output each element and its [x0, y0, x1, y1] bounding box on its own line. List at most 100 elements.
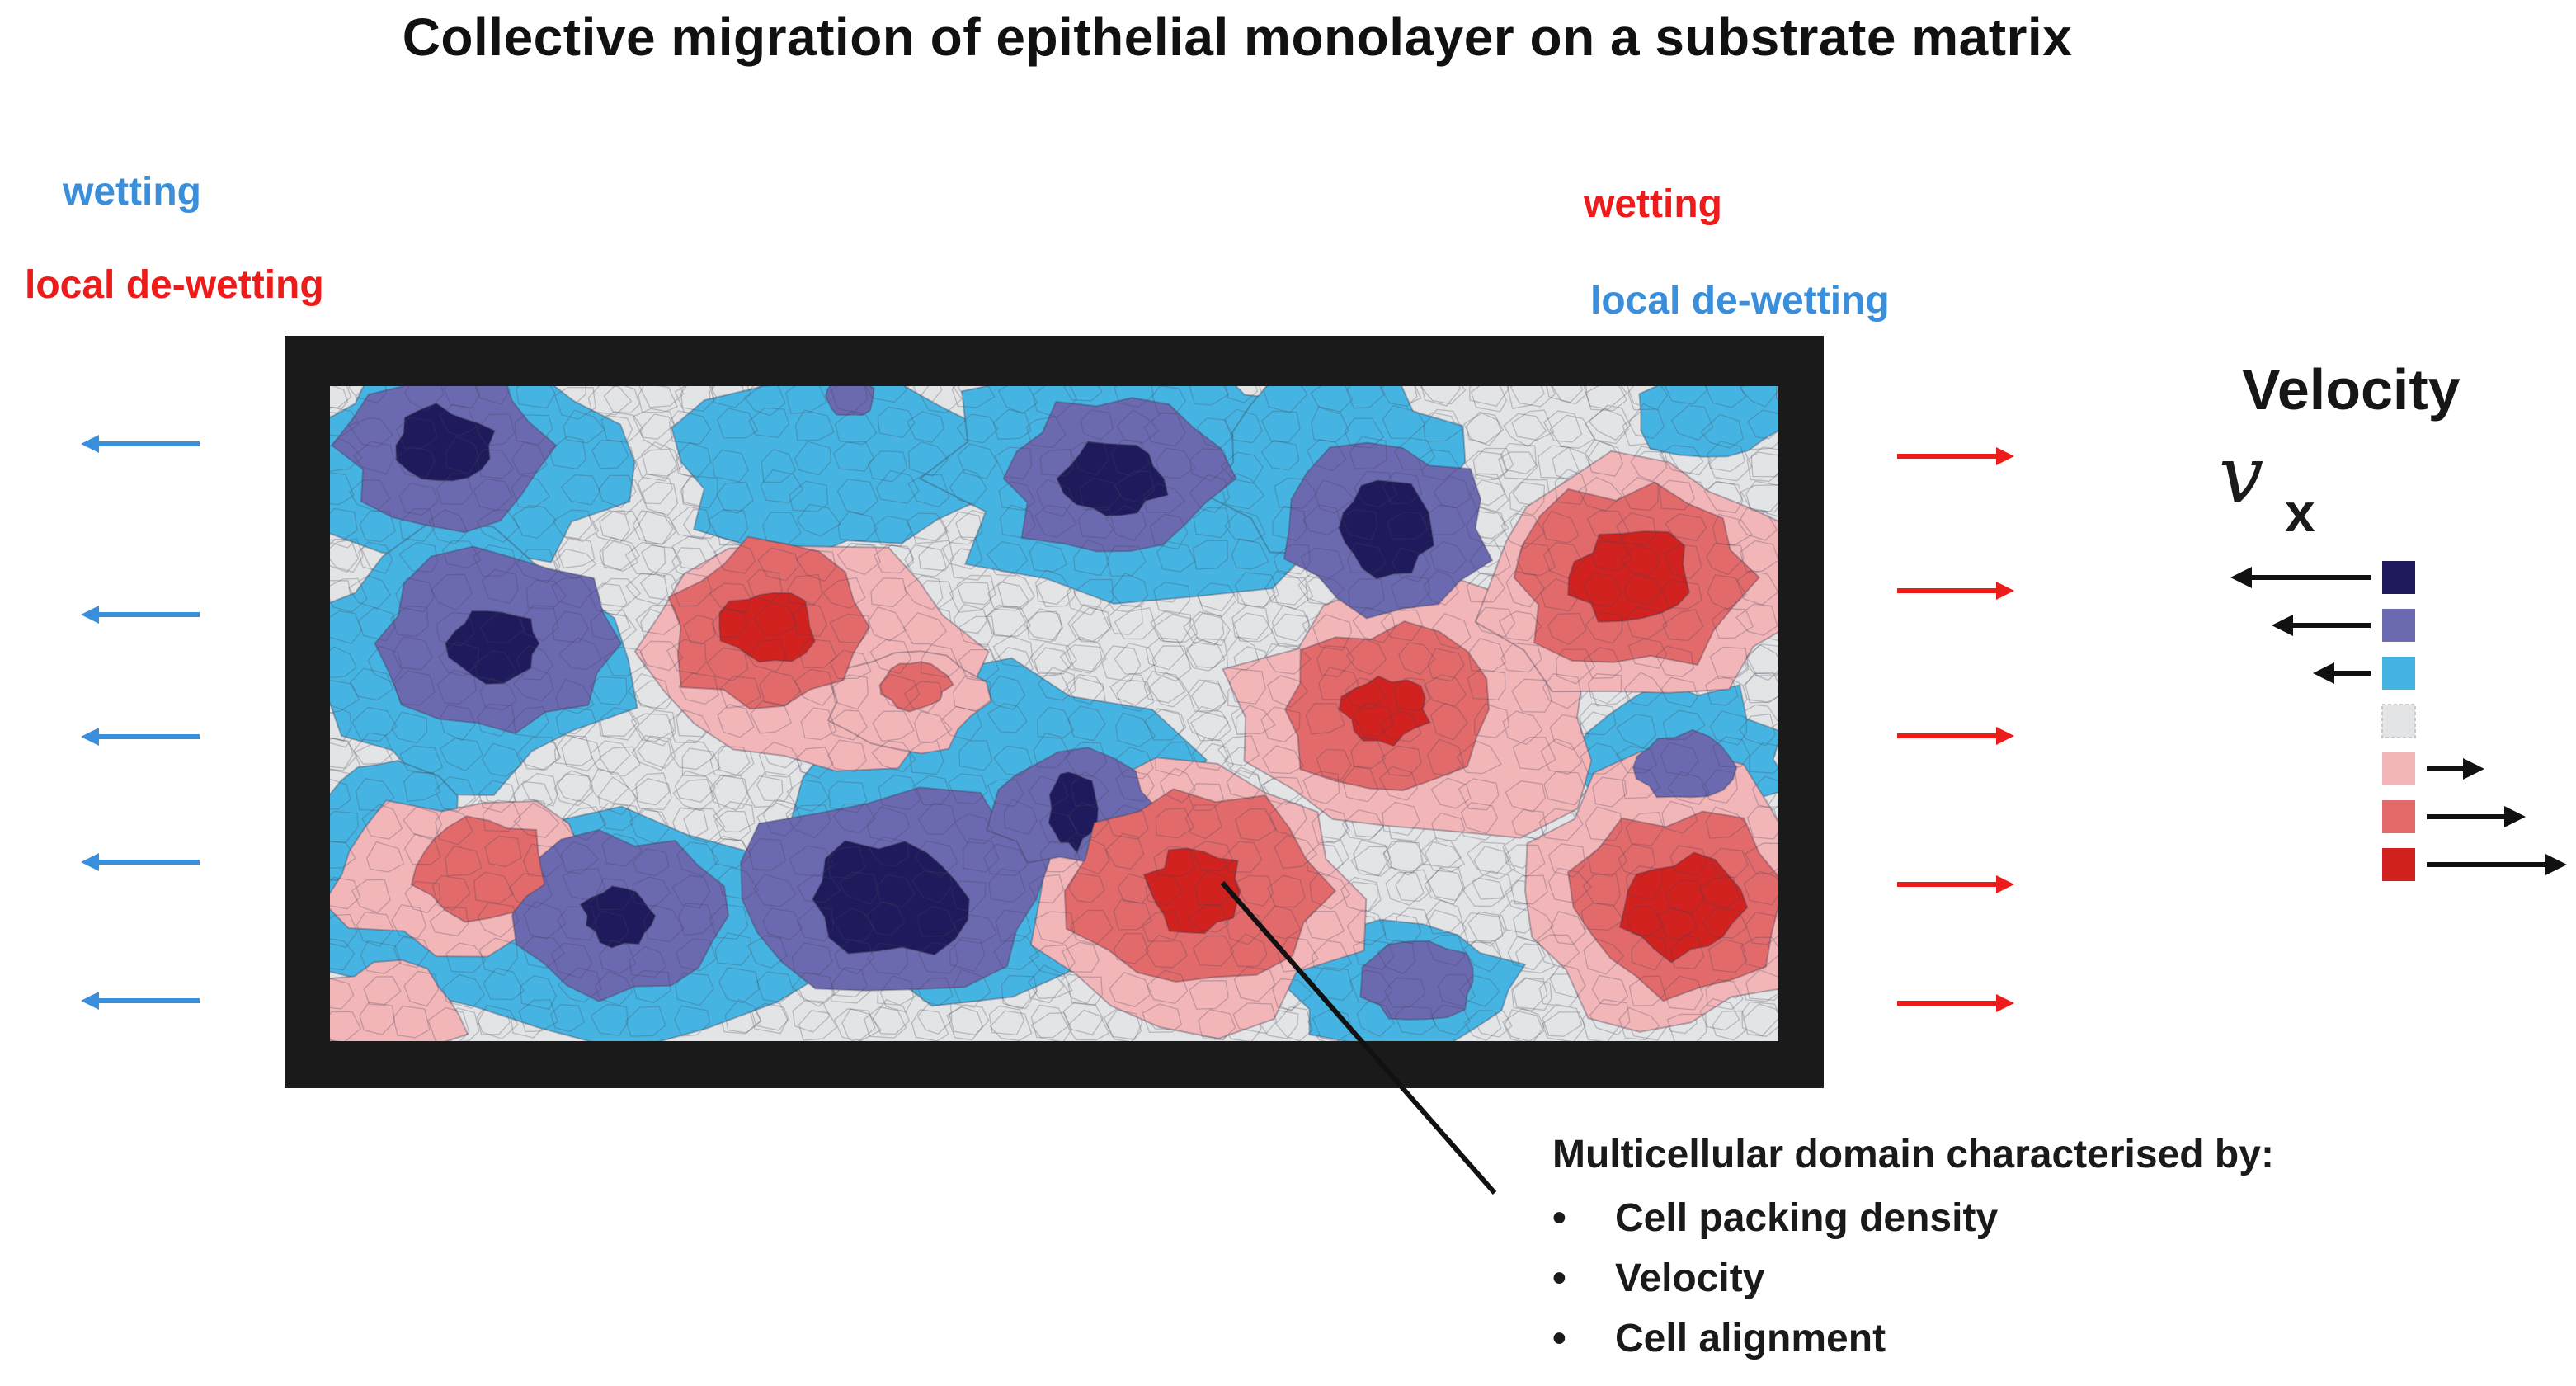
- cell-outline: [361, 804, 403, 840]
- cell-outline: [1352, 702, 1394, 738]
- cell-outline: [800, 707, 837, 741]
- legend-swatch: [2382, 752, 2415, 785]
- cell-outline: [683, 808, 726, 844]
- cell-outline: [330, 437, 363, 472]
- dark-red-domain: [1338, 675, 1432, 747]
- cell-outline: [1312, 614, 1353, 651]
- cell-outline: [1312, 1008, 1354, 1041]
- cell-outline: [624, 573, 669, 606]
- cell-outline: [359, 1002, 396, 1035]
- cell-outline: [717, 704, 755, 738]
- cell-outline: [1307, 439, 1347, 472]
- cell-outline: [1349, 436, 1387, 470]
- legend-arrow-head: [2230, 567, 2252, 588]
- cell-outline: [587, 386, 633, 416]
- cell-outline: [1582, 573, 1622, 608]
- cell-outline: [513, 802, 560, 838]
- cell-outline: [348, 417, 394, 448]
- cell-outline: [1115, 747, 1154, 780]
- cell-outline: [588, 582, 628, 616]
- cell: [1712, 1010, 1748, 1041]
- cell-outline: [589, 676, 628, 706]
- cell-outline: [631, 969, 671, 1004]
- cell-outline: [508, 873, 553, 909]
- cell: [670, 739, 714, 771]
- cell-outline: [1556, 648, 1596, 685]
- cell-outline: [1663, 975, 1704, 1011]
- cell-outline: [1420, 386, 1467, 405]
- cell-outline: [1500, 642, 1542, 673]
- cell-outline: [711, 386, 751, 408]
- cell: [1542, 1003, 1583, 1037]
- cell-outline: [834, 939, 874, 975]
- annotation-item-text: Velocity: [1615, 1256, 1765, 1300]
- cell-outline: [473, 478, 513, 512]
- annotation-item: •Velocity: [1552, 1256, 2274, 1301]
- cell-outline: [353, 441, 394, 475]
- cell-outline: [711, 608, 749, 639]
- cell-outline: [1235, 808, 1277, 842]
- cell-outline: [957, 443, 998, 480]
- cell-outline: [831, 966, 868, 997]
- cell-outline: [836, 542, 881, 576]
- cell: [553, 773, 595, 807]
- cell-outline: [1616, 714, 1657, 749]
- cell-outline: [349, 667, 394, 701]
- cell-outline: [1116, 409, 1160, 444]
- cell-outline: [797, 874, 841, 903]
- cell-outline: [833, 441, 874, 472]
- cell-outline: [904, 544, 947, 578]
- cell-outline: [1225, 386, 1259, 403]
- cell-outline: [920, 386, 963, 414]
- cell-outline: [864, 386, 907, 403]
- cell-outline: [330, 938, 356, 971]
- cell-outline: [438, 641, 479, 677]
- right-arrows-group: [1897, 447, 2014, 1012]
- cell-outline: [522, 843, 564, 878]
- cell-outline: [1356, 1000, 1395, 1037]
- cell-outline: [671, 874, 711, 909]
- cell-outline: [1105, 505, 1147, 541]
- cell-outline: [758, 741, 803, 778]
- cell-outline: [870, 578, 907, 608]
- cell-outline: [709, 746, 751, 778]
- cell-outline: [1318, 667, 1359, 700]
- cell-outline: [1660, 676, 1698, 708]
- cell-outline: [1709, 710, 1748, 746]
- cell-outline: [355, 777, 395, 812]
- cell: [948, 1004, 990, 1036]
- cell-outline: [330, 386, 352, 408]
- cell-outline: [792, 601, 828, 638]
- cell-outline: [1618, 843, 1656, 878]
- cell-outline: [671, 535, 718, 570]
- cell-outline: [1509, 481, 1545, 516]
- cell: [1503, 412, 1547, 448]
- cell-outline: [988, 1005, 1025, 1035]
- cell-outline: [1703, 481, 1744, 514]
- cell-outline: [1425, 899, 1463, 935]
- cell-outline: [520, 974, 557, 1011]
- cell: [1471, 870, 1513, 900]
- cell-outline: [709, 582, 753, 615]
- cell-outline: [1393, 677, 1431, 712]
- cell-outline: [940, 705, 982, 742]
- cell-outline: [597, 776, 638, 816]
- cell: [956, 574, 996, 606]
- cell-outline: [681, 474, 718, 509]
- legend-title: Velocity: [2242, 357, 2461, 422]
- cell-outline: [1142, 1003, 1182, 1033]
- cell-outline: [403, 771, 441, 803]
- cell-outline: [1745, 842, 1778, 874]
- legend-arrow-head: [2313, 662, 2334, 684]
- cell-outline: [1580, 742, 1624, 775]
- cell-outline: [992, 635, 1034, 668]
- cell: [746, 775, 784, 808]
- cell-outline: [907, 441, 949, 477]
- cell-outline: [1616, 512, 1657, 546]
- cell-outline: [476, 509, 520, 544]
- cell-outline: [1625, 905, 1665, 936]
- cell: [1067, 1009, 1110, 1041]
- cell-outline: [791, 942, 833, 975]
- cell-outline: [917, 977, 954, 1006]
- cell: [642, 481, 679, 516]
